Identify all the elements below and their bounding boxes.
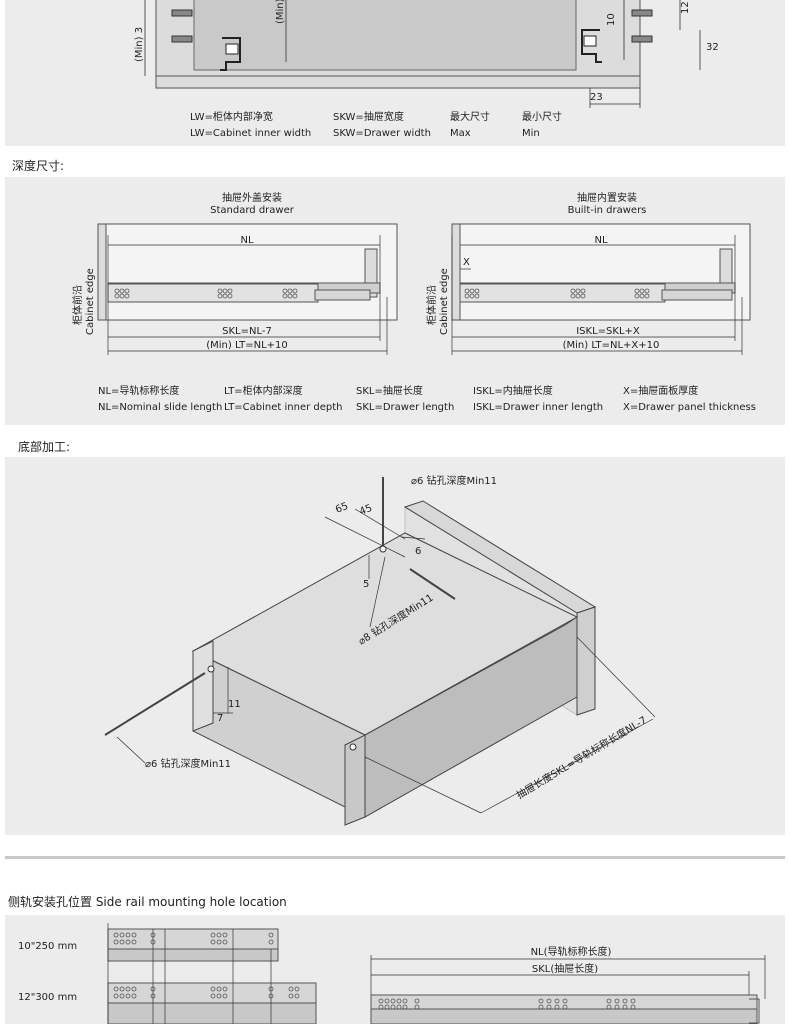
dim-45: 45 — [358, 503, 374, 518]
bottom-heading: 底部加工: — [18, 440, 71, 454]
rail-row-300-label: 12"300 mm — [18, 992, 78, 1003]
builtin-edge-en: Cabinet edge — [439, 268, 450, 335]
dim-6: 6 — [415, 546, 421, 557]
dim-min3: (Min) 3 — [134, 27, 145, 62]
standard-edge-en: Cabinet edge — [85, 268, 96, 335]
side-skl-label: SKL(抽屉长度) — [532, 962, 598, 975]
dim-12: 12 — [680, 1, 691, 14]
dim-7: 7 — [217, 713, 223, 724]
dim-min-v: (Min) — [275, 0, 286, 24]
separator — [5, 856, 785, 859]
builtin-x: X — [463, 257, 470, 268]
side-rail-diagram: NL(导轨标称长度) SKL(抽屉长度) — [107, 923, 766, 1024]
dim-65: 65 — [334, 501, 350, 516]
dim-23: 23 — [590, 92, 603, 103]
depth-diagram: 抽屉外盖安装 Standard drawer NL SKL=NL-7 (Min)… — [71, 191, 751, 355]
side-nl-label: NL(导轨标称长度) — [531, 945, 612, 958]
rail-row-250-label: 10"250 mm — [18, 941, 78, 952]
standard-lt: (Min) LT=NL+10 — [206, 340, 288, 351]
length-label: 抽屉长度SKL=导轨标称长度NL-7 — [514, 713, 649, 801]
side-heading: 侧轨安装孔位置 Side rail mounting hole location — [8, 895, 287, 909]
standard-edge-cn: 柜体前沿 — [71, 285, 84, 325]
dim-5: 5 — [363, 579, 369, 590]
dim-32: 32 — [706, 42, 719, 53]
cross-section-diagram: (Min) 3 (Min) 10 12 32 23 — [134, 0, 719, 108]
dim-10: 10 — [606, 13, 617, 26]
builtin-lt: (Min) LT=NL+X+10 — [563, 340, 660, 351]
standard-nl: NL — [240, 235, 253, 246]
bottom-machining-diagram: ⌀6 钻孔深度Min11 65 45 6 5 ⌀8 钻孔深度Min11 11 7… — [104, 474, 656, 826]
builtin-title-cn: 抽屉内置安装 — [577, 191, 637, 204]
drill-top-label: ⌀6 钻孔深度Min11 — [411, 474, 497, 487]
builtin-iskl: ISKL=SKL+X — [576, 326, 640, 337]
standard-skl: SKL=NL-7 — [222, 326, 272, 337]
builtin-title-en: Built-in drawers — [568, 205, 647, 216]
depth-heading: 深度尺寸: — [12, 159, 65, 173]
standard-title-en: Standard drawer — [210, 205, 295, 216]
drill-left-label: ⌀6 钻孔深度Min11 — [145, 757, 231, 770]
standard-title-cn: 抽屉外盖安装 — [222, 191, 282, 204]
builtin-nl: NL — [594, 235, 607, 246]
builtin-edge-cn: 柜体前沿 — [425, 285, 438, 325]
dim-11: 11 — [228, 699, 241, 710]
